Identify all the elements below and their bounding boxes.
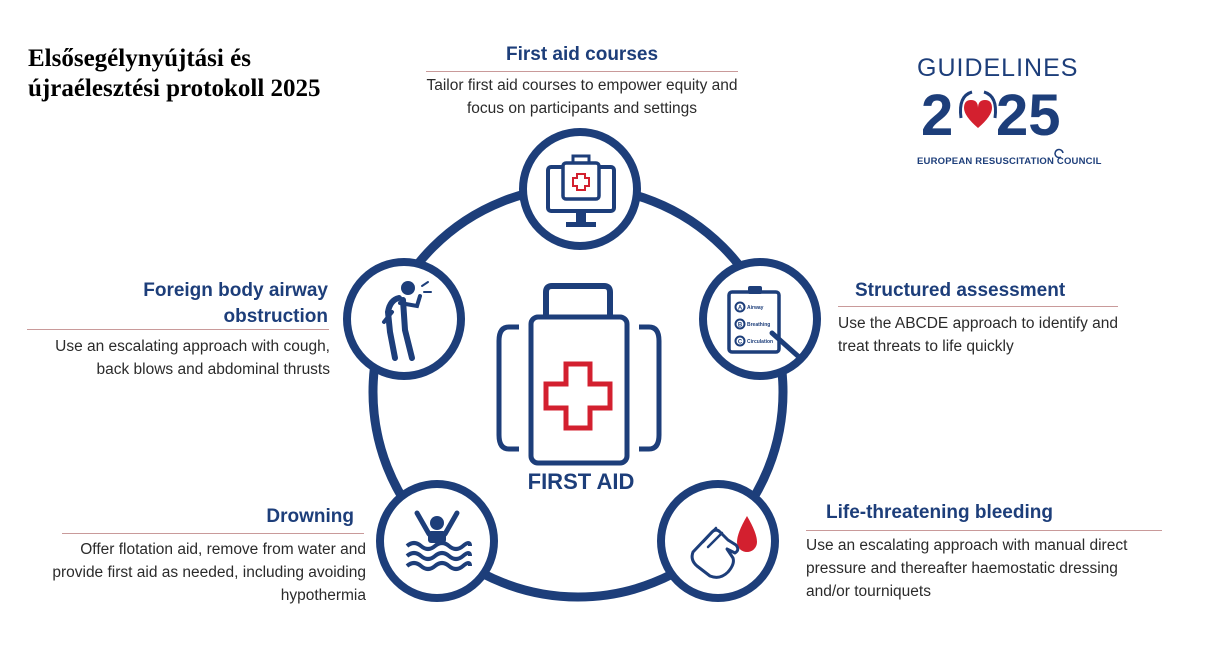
logo-year-right: 25 xyxy=(996,83,1061,148)
courses-title: First aid courses xyxy=(505,44,659,65)
node-assessment-circle: A B C Airway Breathing Circulation xyxy=(699,258,821,380)
drowning-rule xyxy=(62,533,364,534)
svg-text:A: A xyxy=(738,306,743,312)
hand-blood-drop-icon xyxy=(690,516,757,579)
page-title: Elsősegélynyújtási és újraélesztési prot… xyxy=(28,45,321,102)
clipboard-checklist-icon: A B C Airway Breathing Circulation xyxy=(727,286,802,360)
logo-org: EUROPEAN RESUSCITATION COUNCIL xyxy=(917,156,1102,167)
bleeding-rule xyxy=(806,530,1162,531)
checklist-item-circulation: Circulation xyxy=(747,339,773,345)
courses-description: Tailor first aid courses to empower equi… xyxy=(426,77,738,117)
drowning-description: Offer flotation aid, remove from water a… xyxy=(52,541,366,604)
hub-label: FIRST AID xyxy=(527,469,635,494)
logo-year-left: 2 xyxy=(921,83,954,148)
svg-text:B: B xyxy=(738,323,743,329)
bleeding-title: Life-threatening bleeding xyxy=(826,502,1053,523)
first-aid-kit-monitor-icon xyxy=(546,154,616,227)
svg-text:C: C xyxy=(738,340,743,346)
node-bleeding-circle xyxy=(657,480,779,602)
drowning-title: Drowning xyxy=(266,506,354,527)
node-airway-circle xyxy=(343,258,465,380)
assessment-description: Use the ABCDE approach to identify and t… xyxy=(838,315,1119,355)
logo-word: GUIDELINES xyxy=(917,54,1079,82)
logo-heart-icon xyxy=(959,90,997,128)
checklist-item-airway: Airway xyxy=(747,305,764,311)
courses-rule xyxy=(426,71,738,72)
bleeding-description: Use an escalating approach with manual d… xyxy=(806,537,1128,600)
assessment-title: Structured assessment xyxy=(855,280,1066,301)
choking-person-icon xyxy=(382,281,432,361)
first-aid-kit-icon xyxy=(496,283,662,466)
airway-title: Foreign body airway obstruction xyxy=(143,280,328,327)
checklist-item-breathing: Breathing xyxy=(747,322,770,328)
drowning-person-icon xyxy=(405,510,472,571)
node-drowning-circle xyxy=(376,480,498,602)
logo-mark-icon xyxy=(1054,148,1064,159)
airway-description: Use an escalating approach with cough, b… xyxy=(55,338,330,378)
assessment-rule xyxy=(838,306,1118,307)
airway-rule xyxy=(27,329,329,330)
node-courses-circle xyxy=(519,128,641,250)
